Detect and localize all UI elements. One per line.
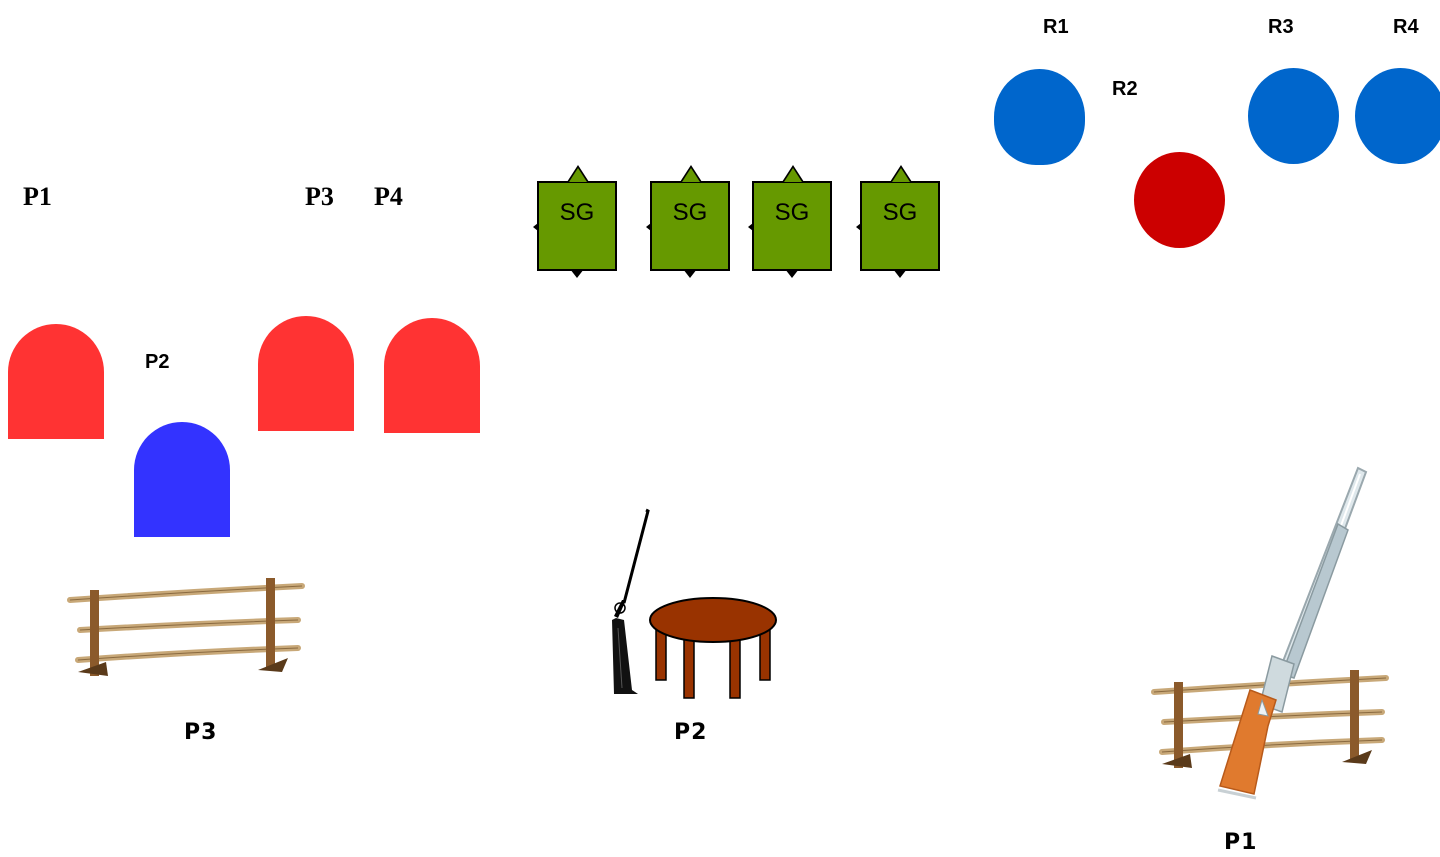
sg-block-3: SG [748,165,832,278]
station-label-p1: P1 [1224,830,1258,855]
station-label-p2: P2 [674,720,708,745]
disc-r3 [1248,68,1339,164]
disc-r1 [994,69,1085,165]
label-p1: P1 [23,182,52,211]
label-p4: P4 [374,182,403,211]
sg-block-1: SG [533,165,617,278]
disc-r2 [1134,152,1225,248]
label-r2: R2 [1112,78,1138,100]
fence-posts [1162,670,1372,768]
sg-block-4: SG [856,165,940,278]
label-p2: P2 [145,351,170,373]
disc-r4 [1355,68,1440,164]
table-icon [649,597,777,699]
shotgun-icon [1217,466,1368,800]
fence-posts [78,578,288,676]
station-label-p3: P3 [184,720,218,745]
sg-label: SG [774,199,810,226]
rifle-icon [612,508,650,694]
arch-p4 [384,318,480,433]
label-r1: R1 [1043,16,1069,38]
sg-label: SG [559,199,595,226]
label-p3: P3 [305,182,334,211]
sg-block-2: SG [646,165,730,278]
arch-p1 [8,324,104,439]
arch-p2 [134,422,230,537]
label-r4: R4 [1393,16,1419,38]
label-r3: R3 [1268,16,1294,38]
sg-label: SG [672,199,708,226]
arch-p3 [258,316,354,431]
fence-icon [67,578,305,676]
sg-label: SG [882,199,918,226]
